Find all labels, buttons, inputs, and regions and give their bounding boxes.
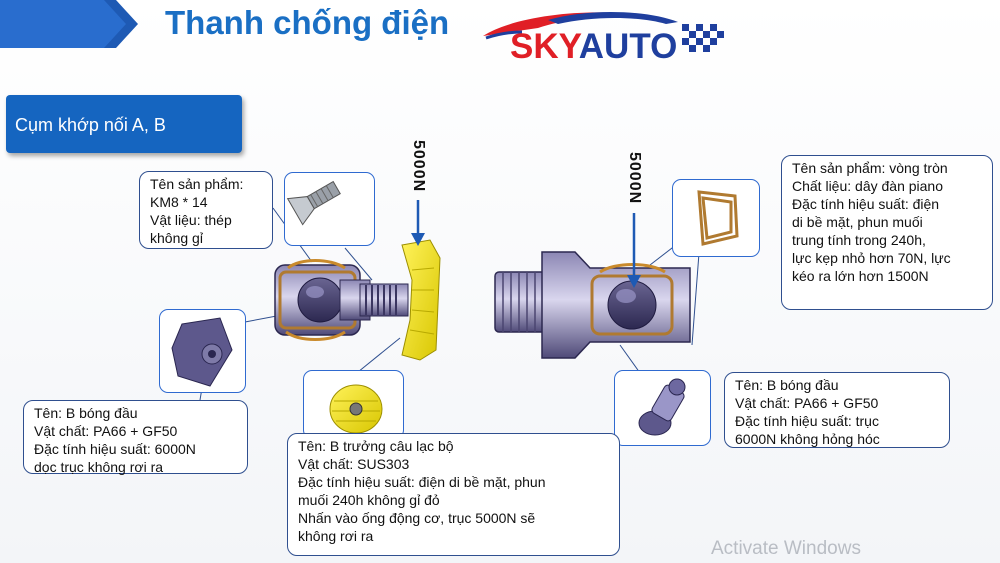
callout-line: Đặc tính hiệu suất: điện <box>792 196 940 212</box>
section-label: Cụm khớp nối A, B <box>6 95 242 153</box>
ball-a-image <box>159 309 246 393</box>
callout-line: trung tính trong 240h, <box>792 232 926 248</box>
callout-ball-a: Tên: B bóng đầu Vật chất: PA66 + GF50 Đặ… <box>23 400 248 475</box>
callout-line: Đặc tính hiệu suất: trục <box>735 413 879 429</box>
callout-line: Đặc tính hiệu suất: điện di bề mặt, phun <box>298 474 546 490</box>
callout-line: lực kẹp nhỏ hơn 70N, lực <box>792 250 951 266</box>
screw-image <box>284 172 375 246</box>
page-title: Thanh chống điện <box>165 4 450 41</box>
callout-line: Nhấn vào ống động cơ, trục 5000N sẽ <box>298 510 536 526</box>
callout-line: không rơi ra <box>298 528 374 544</box>
callout-line: 6000N không hỏng hóc <box>735 431 880 447</box>
callout-ring: Tên sản phẩm: vòng tròn Chất liệu: dây đ… <box>781 155 993 310</box>
activate-windows-watermark: Activate Windows <box>711 538 861 559</box>
left-assembly <box>274 200 441 361</box>
header-chevron <box>0 0 138 48</box>
callout-line: Vật liệu: thép <box>150 212 232 228</box>
callout-line: Vật chất: PA66 + GF50 <box>735 395 879 411</box>
callout-line: không gỉ <box>150 230 203 246</box>
callout-line: Tên sản phẩm: vòng tròn <box>792 160 948 176</box>
ball-b-image <box>614 370 711 446</box>
callout-line: muối 240h không gỉ đỏ <box>298 492 440 508</box>
clip-image <box>303 370 404 439</box>
callout-line: Tên sản phẩm: <box>150 176 244 192</box>
callout-line: dọc trục không rơi ra <box>34 459 164 475</box>
ring-image <box>672 179 760 257</box>
callout-line: Vật chất: SUS303 <box>298 456 410 472</box>
callout-line: KM8 * 14 <box>150 194 208 210</box>
callout-screw: Tên sản phẩm: KM8 * 14 Vật liệu: thép kh… <box>139 171 273 249</box>
callout-line: Chất liệu: dây đàn piano <box>792 178 943 194</box>
right-assembly <box>494 213 691 359</box>
callout-line: Tên: B bóng đầu <box>34 405 138 421</box>
callout-line: Vật chất: PA66 + GF50 <box>34 423 178 439</box>
callout-line: Tên: B bóng đầu <box>735 377 839 393</box>
skyauto-logo: SKYAUTO <box>483 11 724 66</box>
callout-ball-b: Tên: B bóng đầu Vật chất: PA66 + GF50 Đặ… <box>724 372 950 448</box>
logo-text: SKYAUTO <box>510 27 677 66</box>
callout-line: di bề mặt, phun muối <box>792 214 923 230</box>
callout-line: Đặc tính hiệu suất: 6000N <box>34 441 196 457</box>
callout-clip: Tên: B trưởng câu lạc bộ Vật chất: SUS30… <box>287 433 620 556</box>
callout-line: Tên: B trưởng câu lạc bộ <box>298 438 454 454</box>
callout-line: kéo ra lớn hơn 1500N <box>792 268 929 284</box>
